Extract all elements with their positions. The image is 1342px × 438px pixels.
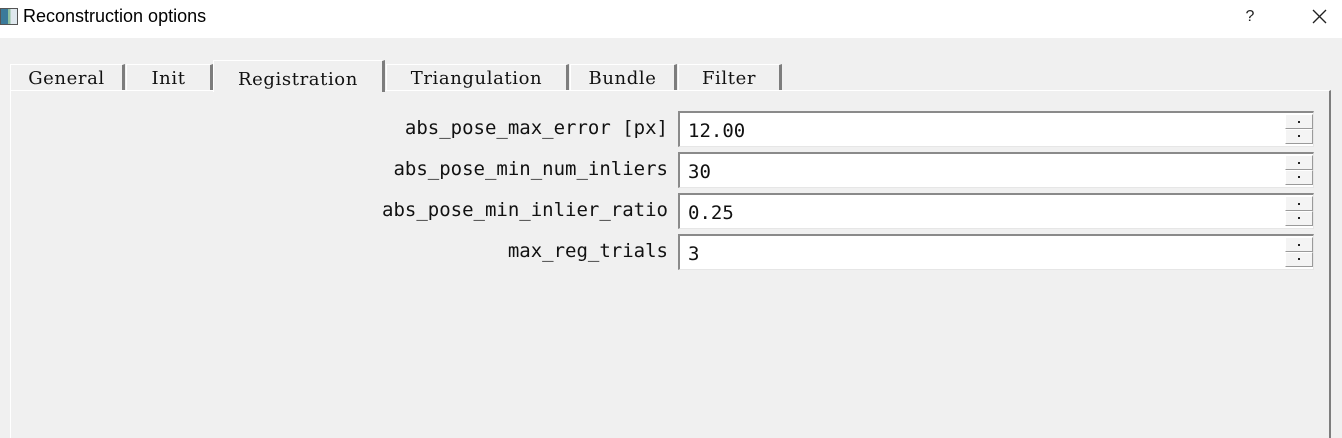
- max-reg-trials-input[interactable]: [688, 243, 1268, 265]
- registration-tab-panel: abs_pose_max_error [px] abs_pose_min_num…: [10, 90, 1331, 438]
- abs-pose-max-error-input[interactable]: [688, 120, 1268, 142]
- arrow-up-icon: [1298, 162, 1300, 164]
- close-button[interactable]: [1304, 4, 1334, 30]
- field-label-max-reg-trials: max_reg_trials: [507, 240, 668, 262]
- spin-up-button[interactable]: [1285, 114, 1313, 129]
- spin-buttons: [1285, 237, 1313, 268]
- arrow-down-icon: [1298, 176, 1300, 178]
- spin-down-button[interactable]: [1285, 129, 1313, 144]
- title-bar: Reconstruction options ?: [0, 0, 1342, 38]
- spin-down-button[interactable]: [1285, 170, 1313, 185]
- arrow-down-icon: [1298, 258, 1300, 260]
- help-button[interactable]: ?: [1245, 8, 1255, 25]
- arrow-down-icon: [1298, 217, 1300, 219]
- tab-triangulation[interactable]: Triangulation: [386, 64, 569, 91]
- abs-pose-max-error-spinbox[interactable]: [678, 111, 1314, 147]
- arrow-up-icon: [1298, 203, 1300, 205]
- arrow-down-icon: [1298, 135, 1300, 137]
- spin-down-button[interactable]: [1285, 252, 1313, 267]
- tab-bundle[interactable]: Bundle: [570, 64, 677, 91]
- spin-up-button[interactable]: [1285, 237, 1313, 252]
- arrow-up-icon: [1298, 121, 1300, 123]
- abs-pose-min-inlier-ratio-input[interactable]: [688, 202, 1268, 224]
- field-label-abs-pose-min-inlier-ratio: abs_pose_min_inlier_ratio: [382, 199, 668, 221]
- max-reg-trials-spinbox[interactable]: [678, 234, 1314, 270]
- form-row: abs_pose_min_num_inliers: [11, 152, 1332, 190]
- spin-buttons: [1285, 196, 1313, 227]
- field-label-abs-pose-max-error: abs_pose_max_error [px]: [404, 117, 668, 139]
- spin-down-button[interactable]: [1285, 211, 1313, 226]
- tab-init[interactable]: Init: [126, 64, 213, 91]
- spin-up-button[interactable]: [1285, 155, 1313, 170]
- form-row: abs_pose_min_inlier_ratio: [11, 193, 1332, 231]
- tab-filter[interactable]: Filter: [678, 64, 782, 91]
- abs-pose-min-num-inliers-spinbox[interactable]: [678, 152, 1314, 188]
- spin-up-button[interactable]: [1285, 196, 1313, 211]
- arrow-up-icon: [1298, 244, 1300, 246]
- abs-pose-min-inlier-ratio-spinbox[interactable]: [678, 193, 1314, 229]
- form-row: abs_pose_max_error [px]: [11, 111, 1332, 149]
- spin-buttons: [1285, 114, 1313, 145]
- tab-registration[interactable]: Registration: [213, 60, 385, 92]
- tab-bar: General Init Registration Triangulation …: [10, 60, 1330, 92]
- close-icon: [1312, 9, 1326, 24]
- window-title: Reconstruction options: [23, 6, 207, 26]
- abs-pose-min-num-inliers-input[interactable]: [688, 161, 1268, 183]
- tab-general[interactable]: General: [10, 64, 125, 91]
- app-icon: [0, 8, 18, 25]
- spin-buttons: [1285, 155, 1313, 186]
- form-row: max_reg_trials: [11, 234, 1332, 272]
- field-label-abs-pose-min-num-inliers: abs_pose_min_num_inliers: [393, 158, 668, 180]
